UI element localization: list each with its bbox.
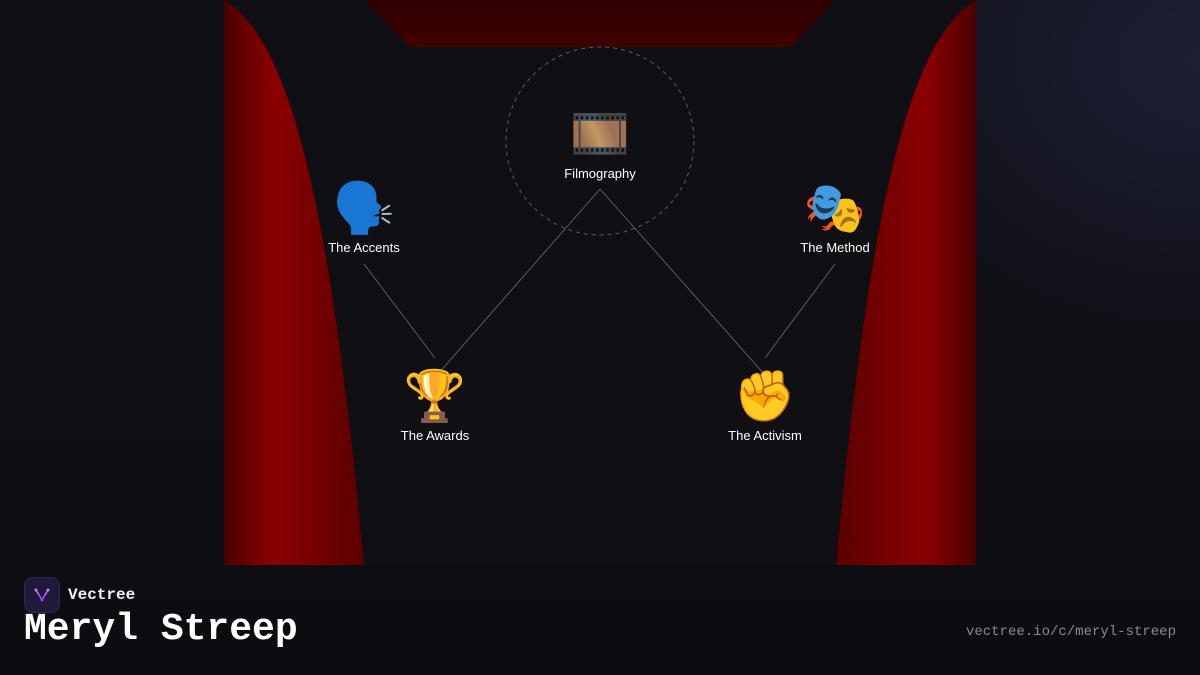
node-filmography[interactable]: 🎞️ Filmography (530, 106, 670, 181)
spotlight-ring (505, 46, 695, 236)
connector-filmography-awards (436, 188, 601, 376)
connector-method-activism (764, 263, 836, 359)
curtain-left (224, 0, 364, 565)
node-awards[interactable]: 🏆 The Awards (365, 368, 505, 443)
node-label: The Accents (328, 240, 400, 255)
brand-name: Vectree (68, 586, 136, 604)
vectree-logo-icon (24, 577, 60, 613)
node-label: Filmography (564, 166, 636, 181)
node-accents[interactable]: 🗣️ The Accents (294, 180, 434, 255)
raised-fist-icon: ✊ (733, 367, 797, 425)
film-frames-icon: 🎞️ (570, 106, 630, 162)
speaking-head-icon: 🗣️ (332, 179, 396, 237)
trophy-icon: 🏆 (403, 367, 467, 425)
node-label: The Activism (728, 428, 802, 443)
node-label: The Method (800, 240, 870, 255)
page-title: Meryl Streep (24, 608, 298, 651)
brand[interactable]: Vectree (24, 577, 135, 613)
connector-filmography-activism (599, 188, 766, 376)
node-label: The Awards (400, 428, 470, 443)
curtain-valance (365, 0, 835, 47)
theater-masks-icon: 🎭 (803, 179, 867, 237)
page-url[interactable]: vectree.io/c/meryl-streep (965, 624, 1176, 640)
connector-lines (363, 188, 836, 376)
curtain-right (836, 0, 976, 565)
connector-accents-awards (363, 263, 436, 359)
node-method[interactable]: 🎭 The Method (765, 180, 905, 255)
node-activism[interactable]: ✊ The Activism (695, 368, 835, 443)
